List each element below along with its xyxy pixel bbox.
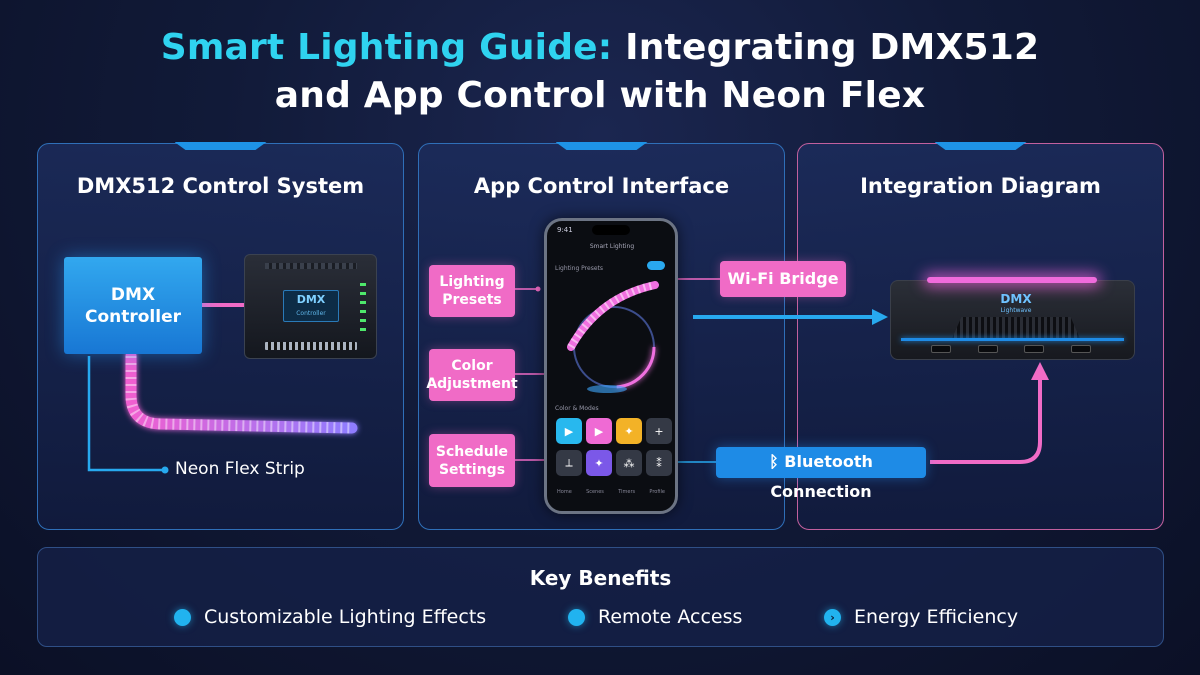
hub-accent-edge bbox=[901, 338, 1124, 341]
nav-scenes[interactable]: Scenes bbox=[586, 489, 604, 495]
nav-home[interactable]: Home bbox=[557, 489, 572, 495]
mode-play-icon[interactable]: ▶ bbox=[556, 418, 582, 444]
app-screen-title: Smart Lighting bbox=[589, 243, 635, 250]
schedule-settings-tag: Schedule Settings bbox=[429, 434, 515, 487]
color-wheel-icon[interactable] bbox=[559, 277, 669, 397]
bullet-icon bbox=[568, 608, 585, 626]
panel-title-dmx: DMX512 Control System bbox=[76, 174, 365, 198]
wifi-bridge-tag: Wi-Fi Bridge bbox=[720, 261, 846, 297]
benefit-item: Customizable Lighting Effects bbox=[174, 604, 486, 630]
title-rest: Integrating DMX512 bbox=[612, 27, 1040, 68]
mode-scene-icon[interactable]: ⁂ bbox=[616, 450, 642, 476]
panel-tab-decoration bbox=[555, 142, 648, 150]
hub-light-bar bbox=[927, 277, 1097, 283]
power-toggle[interactable] bbox=[647, 261, 665, 270]
bluetooth-icon: ᛒ bbox=[769, 452, 785, 471]
bluetooth-connection-tag: ᛒ Bluetooth Connection bbox=[716, 447, 926, 501]
nav-timers[interactable]: Timers bbox=[618, 489, 636, 495]
benefit-label: Remote Access bbox=[598, 606, 743, 628]
mode-fade-icon[interactable]: ⟂ bbox=[556, 450, 582, 476]
smartphone-mockup: 9:41 Smart Lighting Lighting Presets Col… bbox=[544, 218, 678, 514]
bluetooth-label: Bluetooth Connection bbox=[770, 452, 873, 501]
hub-ports bbox=[931, 345, 1091, 353]
phone-status-time: 9:41 bbox=[557, 226, 573, 234]
device-screen: DMX Controller bbox=[283, 290, 339, 322]
dmx-controller-device-icon: DMX Controller bbox=[244, 254, 377, 359]
phone-bottom-nav: Home Scenes Timers Profile bbox=[557, 489, 665, 495]
mode-add-icon[interactable]: + bbox=[646, 418, 672, 444]
chevron-right-icon: › bbox=[824, 608, 841, 626]
key-benefits-panel: Key Benefits Customizable Lighting Effec… bbox=[37, 547, 1164, 647]
dmx-controller-box: DMX Controller bbox=[64, 257, 202, 354]
benefit-label: Energy Efficiency bbox=[854, 606, 1019, 628]
status-led-icon bbox=[360, 283, 366, 333]
app-modes-label: Color & Modes bbox=[555, 405, 599, 412]
page-title-line-1: Smart Lighting Guide: Integrating DMX512 bbox=[0, 24, 1200, 72]
hub-logo-subtext: Lightwave bbox=[1000, 307, 1032, 314]
lighting-presets-tag: Lighting Presets bbox=[429, 265, 515, 317]
benefit-item: › Energy Efficiency bbox=[824, 604, 1018, 630]
neon-flex-strip-label: Neon Flex Strip bbox=[175, 459, 305, 479]
title-accent: Smart Lighting Guide: bbox=[160, 27, 613, 68]
nav-profile[interactable]: Profile bbox=[649, 489, 665, 495]
mode-play-pink-icon[interactable]: ▶ bbox=[586, 418, 612, 444]
mode-timer-icon[interactable]: ⁑ bbox=[646, 450, 672, 476]
bullet-icon bbox=[174, 608, 191, 626]
integration-hub-device-icon: DMX Lightwave bbox=[890, 277, 1135, 360]
device-vent bbox=[265, 263, 357, 269]
terminal-pins bbox=[265, 342, 357, 350]
page-title-line-2: and App Control with Neon Flex bbox=[274, 75, 926, 116]
panel-title-integration: Integration Diagram bbox=[860, 174, 1101, 198]
device-screen-text: DMX bbox=[296, 293, 326, 306]
mode-sparkle-icon[interactable]: ✦ bbox=[586, 450, 612, 476]
hub-heatsink bbox=[951, 317, 1081, 341]
mode-sun-icon[interactable]: ✦ bbox=[616, 418, 642, 444]
panel-title-app: App Control Interface bbox=[473, 174, 730, 198]
app-presets-label: Lighting Presets bbox=[555, 265, 603, 272]
phone-notch bbox=[592, 225, 630, 235]
panel-tab-decoration bbox=[174, 142, 267, 150]
hub-logo-text: DMX bbox=[1000, 292, 1032, 306]
panel-tab-decoration bbox=[934, 142, 1027, 150]
benefit-label: Customizable Lighting Effects bbox=[204, 606, 487, 628]
color-adjustment-tag: Color Adjustment bbox=[426, 349, 518, 401]
benefit-item: Remote Access bbox=[568, 604, 742, 630]
hub-logo: DMX Lightwave bbox=[981, 293, 1051, 317]
device-screen-subtext: Controller bbox=[296, 310, 326, 317]
key-benefits-heading: Key Benefits bbox=[529, 566, 672, 590]
